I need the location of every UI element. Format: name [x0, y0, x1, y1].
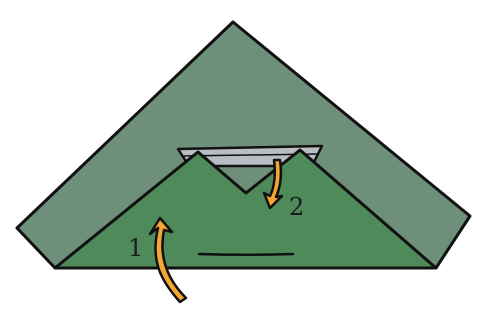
step-1-label: 1 — [128, 234, 143, 262]
step-2-label: 2 — [289, 193, 304, 221]
crease-line — [199, 254, 293, 255]
